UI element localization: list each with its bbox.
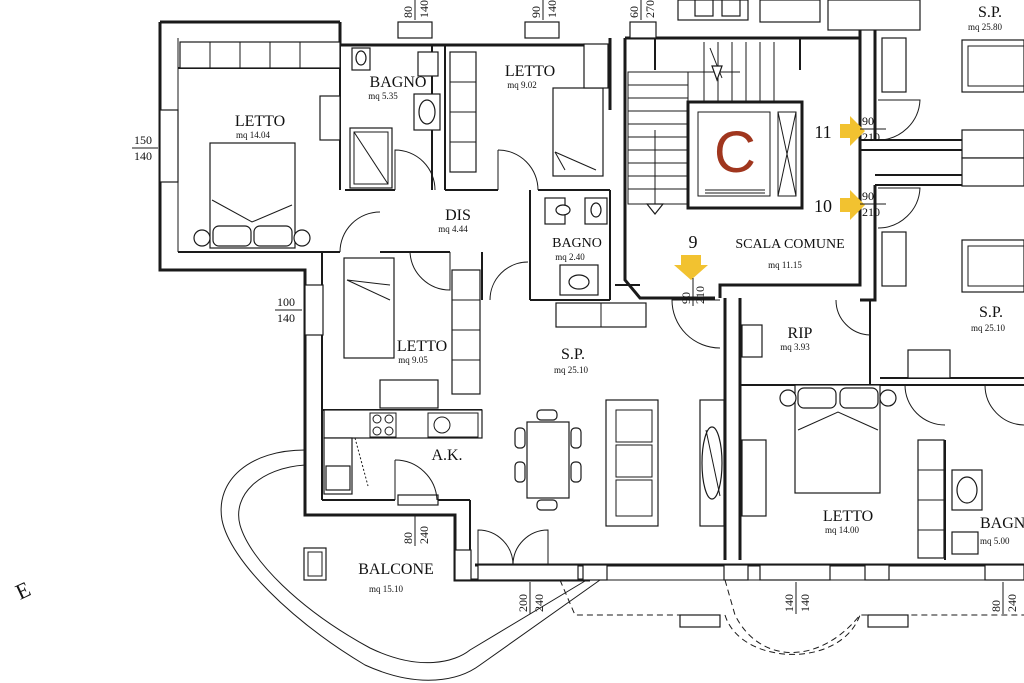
room-area-letto-4: mq 14.00	[825, 525, 860, 535]
svg-text:80: 80	[401, 532, 415, 544]
windows	[159, 21, 1024, 581]
svg-text:80: 80	[989, 600, 1003, 612]
room-name-letto-1: LETTO	[235, 113, 285, 130]
svg-text:140: 140	[417, 0, 431, 18]
svg-text:240: 240	[417, 526, 431, 544]
stair-letter: C	[714, 120, 756, 185]
dim-win-left-2: 100 140	[275, 295, 302, 325]
room-area-bagno-3: mq 5.00	[980, 536, 1010, 546]
svg-text:90: 90	[862, 189, 874, 203]
dim-win-bottom-1: 140 140	[782, 582, 812, 614]
room-name-scala: SCALA COMUNE	[735, 237, 844, 252]
room-labels: LETTO mq 14.04 BAGNO mq 5.35 LETTO mq 9.…	[12, 4, 1024, 605]
room-name-sp-right: S.P.	[979, 304, 1003, 321]
room-name-bagno-2: BAGNO	[552, 236, 602, 251]
room-name-bagno-3: BAGN	[980, 515, 1024, 532]
entry-arrow-11	[840, 116, 865, 146]
entry-arrows	[674, 116, 865, 280]
room-name-ak: A.K.	[431, 447, 462, 464]
svg-text:100: 100	[277, 295, 295, 309]
edge-fragment-text: E	[12, 576, 35, 604]
svg-text:80: 80	[401, 6, 415, 18]
furniture	[179, 0, 1024, 581]
room-area-dis: mq 4.44	[438, 224, 468, 234]
entry-arrow-9	[674, 255, 708, 280]
dim-door-9: 90 210	[679, 278, 707, 306]
svg-text:140: 140	[545, 0, 559, 18]
svg-text:140: 140	[277, 311, 295, 325]
room-area-bagno-2: mq 2.40	[555, 252, 585, 262]
dim-win-top-3: 60 270	[627, 0, 657, 20]
room-name-rip: RIP	[788, 325, 813, 342]
balcony-outlines	[220, 449, 1024, 681]
dim-door-11: 90 210	[860, 114, 886, 144]
staircase	[627, 42, 804, 215]
dim-ak-door: 80 240	[401, 514, 431, 546]
svg-text:270: 270	[643, 0, 657, 18]
room-area-sp-right-top: mq 25.80	[968, 22, 1003, 32]
room-name-sp-right-top: S.P.	[978, 4, 1002, 21]
room-name-letto-2: LETTO	[505, 63, 555, 80]
svg-text:140: 140	[782, 594, 796, 612]
room-area-sp-main: mq 25.10	[554, 365, 589, 375]
dim-win-bottom-2: 80 240	[989, 582, 1019, 614]
door-swings	[339, 99, 1024, 566]
svg-text:150: 150	[134, 133, 152, 147]
svg-text:240: 240	[1005, 594, 1019, 612]
svg-text:210: 210	[862, 205, 880, 219]
svg-text:210: 210	[862, 130, 880, 144]
room-area-sp-right: mq 25.10	[971, 323, 1006, 333]
svg-text:90: 90	[529, 6, 543, 18]
room-area-letto-1: mq 14.04	[236, 130, 271, 140]
dim-win-top-2: 90 140	[529, 0, 559, 20]
svg-text:60: 60	[627, 6, 641, 18]
room-area-letto-2: mq 9.02	[507, 80, 537, 90]
svg-text:200: 200	[516, 594, 530, 612]
room-area-bagno-1: mq 5.35	[368, 91, 398, 101]
room-name-dis: DIS	[445, 207, 471, 224]
room-area-letto-3: mq 9.05	[398, 355, 428, 365]
svg-text:90: 90	[862, 114, 874, 128]
svg-text:210: 210	[693, 286, 707, 304]
svg-text:140: 140	[798, 594, 812, 612]
dim-balcone-door: 200 240	[516, 582, 546, 614]
apartment-number-11: 11	[814, 122, 831, 142]
room-name-sp-main: S.P.	[561, 346, 585, 363]
apartment-number-10: 10	[814, 196, 832, 216]
svg-text:140: 140	[134, 149, 152, 163]
dimension-labels: 80 140 90 140 60 270 150 140 100 140 90	[132, 0, 1019, 614]
entry-arrow-10	[840, 190, 865, 220]
room-name-bagno-1: BAGNO	[370, 74, 427, 91]
room-name-letto-3: LETTO	[397, 338, 447, 355]
room-area-scala: mq 11.15	[768, 260, 802, 270]
svg-text:90: 90	[679, 292, 693, 304]
room-name-letto-4: LETTO	[823, 508, 873, 525]
dim-door-10: 90 210	[860, 189, 886, 219]
svg-text:240: 240	[532, 594, 546, 612]
dim-win-top-1: 80 140	[401, 0, 431, 20]
room-area-rip: mq 3.93	[780, 342, 810, 352]
room-name-balcone: BALCONE	[358, 561, 434, 578]
room-area-balcone: mq 15.10	[369, 584, 404, 594]
apartment-number-9: 9	[689, 232, 698, 252]
dim-win-left-1: 150 140	[132, 133, 158, 163]
